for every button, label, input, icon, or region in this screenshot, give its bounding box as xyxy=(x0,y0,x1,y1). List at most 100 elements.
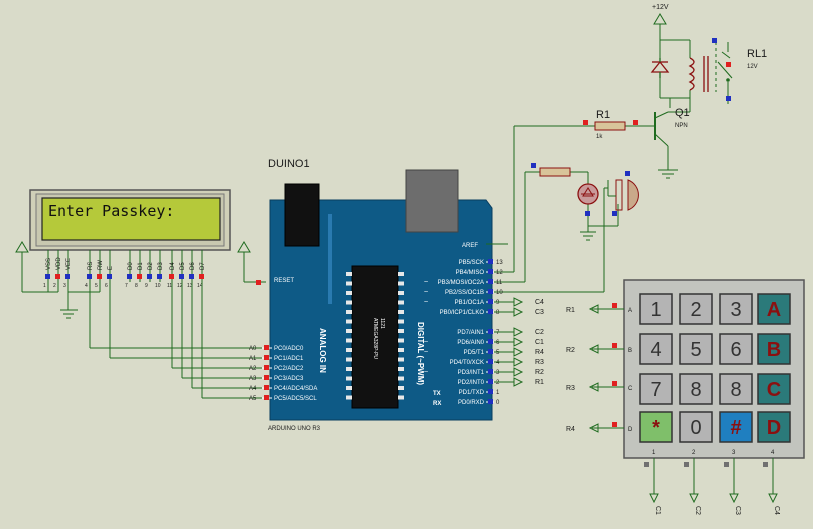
digital-pin-number: 13 xyxy=(496,260,503,266)
keypad-row-net: R4 xyxy=(566,426,575,433)
chip-pin xyxy=(346,357,352,362)
lcd-pin-label-d1: D1 xyxy=(138,262,144,270)
transistor-name: Q1 xyxy=(675,107,690,119)
digital-pin-marker xyxy=(488,369,493,374)
keypad-key-label: 4 xyxy=(650,339,661,361)
net-terminal-icon xyxy=(513,337,524,347)
arduino-board xyxy=(269,169,493,421)
analog-pin-marker xyxy=(264,395,269,400)
analog-pin-marker xyxy=(264,345,269,350)
digital-pin-marker xyxy=(488,259,493,264)
keypad-key-#[interactable] xyxy=(719,411,753,443)
chip-pin xyxy=(398,357,404,362)
chip-pin xyxy=(346,376,352,381)
chip-pin xyxy=(346,300,352,305)
digital-pin-label: PB1/OC1A xyxy=(455,300,484,306)
analog-pin-label: PC3/ADC3 xyxy=(274,376,304,382)
keypad-key-A[interactable] xyxy=(757,293,791,325)
net-terminal-icon xyxy=(513,367,524,377)
keypad-key-7[interactable] xyxy=(639,373,673,405)
atmega-chip xyxy=(351,265,399,409)
keypad-key-5[interactable] xyxy=(679,333,713,365)
pwm-tilde: ~ xyxy=(424,339,428,346)
keypad-col-number: 2 xyxy=(692,450,696,456)
keypad-key-8[interactable] xyxy=(679,373,713,405)
lcd-pin-number: 8 xyxy=(135,283,138,289)
lcd-pin-marker xyxy=(199,274,204,279)
digital-pin-number: 2 xyxy=(496,380,500,386)
lcd-pin-label-d3: D3 xyxy=(158,262,164,270)
chip-pin xyxy=(346,348,352,352)
lcd-pin-marker xyxy=(169,274,174,279)
keypad-row-marker xyxy=(612,422,617,427)
digital-pin-number: 6 xyxy=(496,340,500,346)
lcd-pin-marker xyxy=(147,274,152,279)
lcd-pin-label-d7: D7 xyxy=(200,262,206,270)
net-terminal-icon xyxy=(513,297,524,307)
keypad-col-number: 3 xyxy=(732,450,736,456)
keypad-key-2[interactable] xyxy=(679,293,713,325)
keypad-key-label: 2 xyxy=(690,299,701,321)
chip-pin xyxy=(346,281,352,286)
lcd-pin-label-d5: D5 xyxy=(180,262,186,270)
digital-net-label: C1 xyxy=(535,339,544,346)
lcd-pin-number: 10 xyxy=(155,283,161,289)
lcd-pin-number: 13 xyxy=(187,283,193,289)
keypad-col-net: C1 xyxy=(654,506,661,515)
lcd-pin-number: 7 xyxy=(125,283,128,289)
digital-pin-marker xyxy=(488,309,493,314)
relay-name: RL1 xyxy=(747,48,767,60)
lcd-pin-number: 12 xyxy=(177,283,183,289)
digital-header: DIGITAL (~PWM) xyxy=(416,322,425,385)
keypad-key-*[interactable] xyxy=(639,411,673,443)
net-terminal-icon xyxy=(513,327,524,337)
digital-pin-number: 8 xyxy=(496,310,500,316)
keypad-key-6[interactable] xyxy=(719,333,753,365)
chip-pin xyxy=(398,386,404,390)
net-terminal-icon xyxy=(513,307,524,317)
keypad-key-C[interactable] xyxy=(757,373,791,405)
net-terminal-icon xyxy=(588,344,599,354)
digital-pin-marker xyxy=(488,389,493,394)
keypad-key-3[interactable] xyxy=(719,293,753,325)
keypad-key-B[interactable] xyxy=(757,333,791,365)
chip-pin xyxy=(346,338,352,343)
keypad-key-1[interactable] xyxy=(639,293,673,325)
digital-pin-label: PD2/INT0 xyxy=(458,380,485,386)
keypad-col-number: 4 xyxy=(771,450,775,456)
keypad-row-marker xyxy=(612,381,617,386)
keypad-row-marker xyxy=(612,303,617,308)
keypad-key-label: D xyxy=(767,417,781,439)
rx-label: RX xyxy=(433,401,441,407)
digital-pin-label: PB4/MISO xyxy=(456,270,485,276)
analog-pin-marker xyxy=(264,385,269,390)
digital-pin-marker xyxy=(488,359,493,364)
analog-pin-marker xyxy=(264,375,269,380)
keypad-col-number: 1 xyxy=(652,450,656,456)
keypad-key-D[interactable] xyxy=(757,411,791,443)
lcd-pin-number: 4 xyxy=(85,283,88,289)
net-terminal-icon xyxy=(513,377,524,387)
keypad-key-label: 0 xyxy=(690,417,701,439)
keypad-key-4[interactable] xyxy=(639,333,673,365)
digital-pin-number: 5 xyxy=(496,350,500,356)
lcd-pin-marker xyxy=(157,274,162,279)
analog-pin-marker xyxy=(264,365,269,370)
digital-pin-number: 3 xyxy=(496,370,500,376)
keypad-col-net: C2 xyxy=(694,506,701,515)
relay-value: 12V xyxy=(747,64,758,70)
keypad-row-net: R1 xyxy=(566,307,575,314)
digital-net-label: C4 xyxy=(535,299,544,306)
digital-net-label: R2 xyxy=(535,369,544,376)
chip-pin xyxy=(398,338,404,343)
pwm-tilde: ~ xyxy=(424,299,428,306)
keypad-key-8[interactable] xyxy=(719,373,753,405)
digital-pin-label: PB0/ICP1/CLKO xyxy=(440,310,485,316)
keypad-key-0[interactable] xyxy=(679,411,713,443)
lcd-pin-label-d2: D2 xyxy=(148,262,154,270)
buzzer-icon xyxy=(608,179,639,211)
